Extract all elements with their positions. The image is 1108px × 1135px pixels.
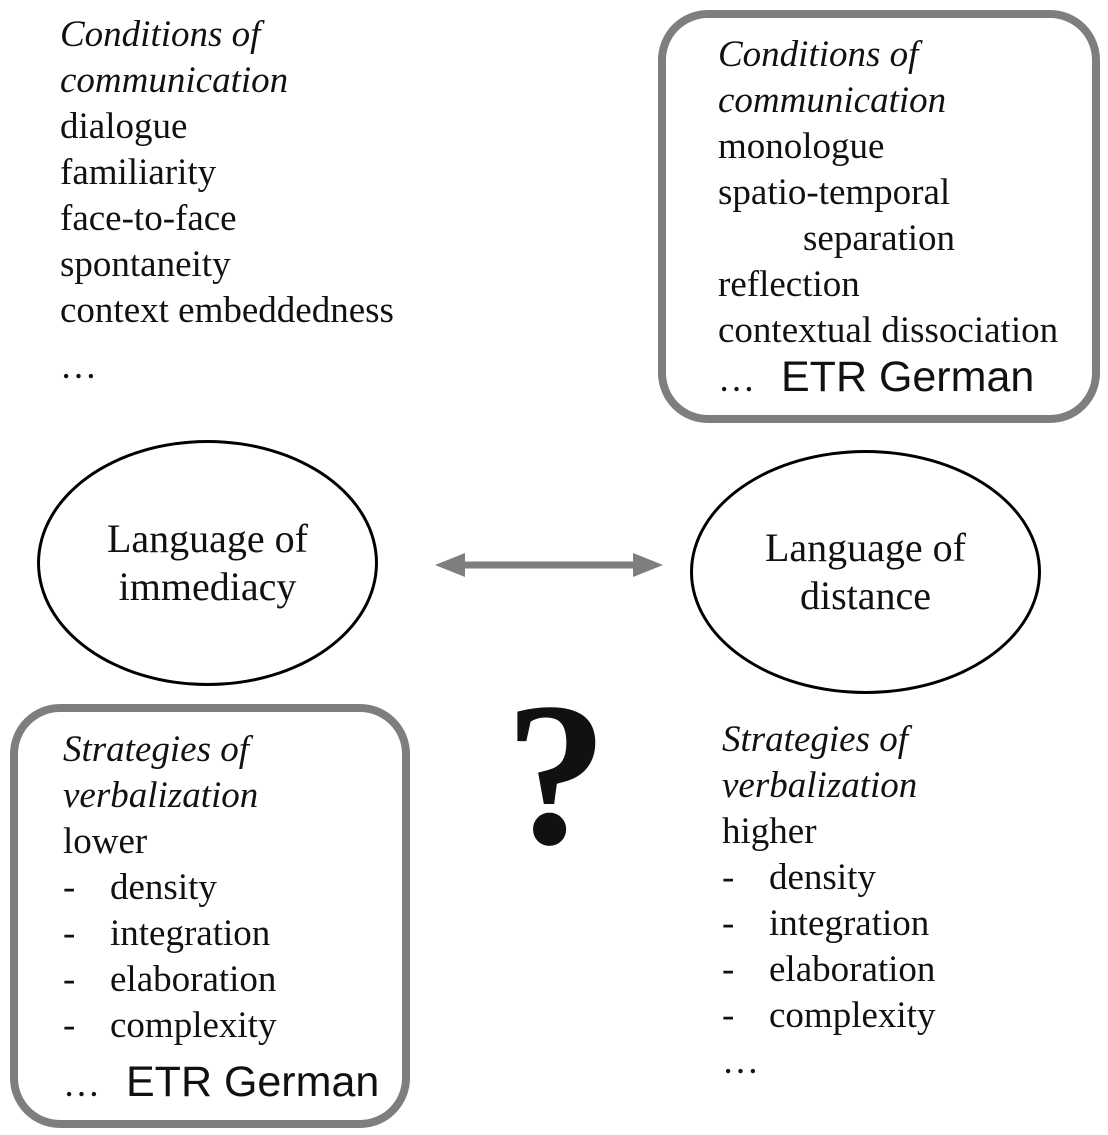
dash-item-label: density xyxy=(769,857,876,898)
ellipse-label-line1: Language of xyxy=(764,525,966,570)
list-item: spatio-temporal xyxy=(718,172,951,213)
dash-item: - integration xyxy=(63,911,402,957)
etr-german-row: … ETR German xyxy=(718,354,1092,403)
dash-item-label: elaboration xyxy=(110,959,277,1000)
conditions-immediacy-list: Conditions of communication dialogue fam… xyxy=(60,12,394,390)
conditions-distance-box: Conditions of communication monologue sp… xyxy=(658,10,1100,423)
dash-bullet: - xyxy=(722,995,735,1036)
ellipse-label-line2: immediacy xyxy=(118,564,297,609)
dash-item-label: complexity xyxy=(110,1005,277,1046)
dash-item-label: density xyxy=(110,867,217,908)
list-item: context embeddedness xyxy=(60,290,394,331)
dash-item-label: integration xyxy=(110,913,271,954)
list-item: familiarity xyxy=(60,152,217,193)
bidirectional-arrow xyxy=(435,553,663,577)
conditions-distance-title-line2: communication xyxy=(718,80,947,121)
strategies-immediacy-title-line1: Strategies of xyxy=(63,729,250,770)
list-item: dialogue xyxy=(60,106,188,147)
strategies-distance-title-line2: verbalization xyxy=(722,765,918,806)
arrow-head-left-icon xyxy=(435,553,465,577)
dash-item: - elaboration xyxy=(63,957,402,1003)
dash-item: - density xyxy=(722,855,935,901)
conditions-immediacy-title-line2: communication xyxy=(60,60,289,101)
dash-item: - complexity xyxy=(63,1003,402,1049)
dash-item: - density xyxy=(63,865,402,911)
ellipsis-mark: … xyxy=(60,346,97,387)
strategies-distance-title-line1: Strategies of xyxy=(722,719,909,760)
strategies-immediacy-box: Strategies of verbalization lower - dens… xyxy=(10,704,410,1128)
ellipsis-mark: … xyxy=(718,359,755,400)
conditions-distance-title-line1: Conditions of xyxy=(718,34,919,75)
dash-item-label: elaboration xyxy=(769,949,936,990)
dash-bullet: - xyxy=(63,1005,76,1046)
etr-german-row: … ETR German xyxy=(63,1059,402,1108)
language-distance-ellipse: Language of distance xyxy=(690,450,1041,694)
strategies-immediacy-title-line2: verbalization xyxy=(63,775,259,816)
etr-german-badge: ETR German xyxy=(126,1058,380,1106)
conditions-distance-list: Conditions of communication monologue sp… xyxy=(718,32,1092,403)
dash-bullet: - xyxy=(722,903,735,944)
list-item: reflection xyxy=(718,264,860,305)
language-immediacy-ellipse: Language of immediacy xyxy=(37,440,378,686)
dash-item: - integration xyxy=(722,901,935,947)
dash-bullet: - xyxy=(722,949,735,990)
conditions-immediacy-title-line1: Conditions of xyxy=(60,14,261,55)
arrow-head-right-icon xyxy=(633,553,663,577)
list-item: monologue xyxy=(718,126,885,167)
strategies-immediacy-list: Strategies of verbalization lower - dens… xyxy=(63,727,402,1108)
ellipse-label-line1: Language of xyxy=(106,516,308,561)
dash-bullet: - xyxy=(63,867,76,908)
level-label: lower xyxy=(63,821,148,862)
ellipsis-mark: … xyxy=(63,1064,100,1105)
etr-german-badge: ETR German xyxy=(781,353,1035,401)
ellipsis-mark: … xyxy=(722,1041,759,1082)
list-item-indented: separation xyxy=(803,218,956,259)
strategies-distance-list: Strategies of verbalization higher - den… xyxy=(722,717,935,1085)
dash-item-label: integration xyxy=(769,903,930,944)
dash-bullet: - xyxy=(63,959,76,1000)
level-label: higher xyxy=(722,811,817,852)
list-item: face-to-face xyxy=(60,198,237,239)
dash-item-label: complexity xyxy=(769,995,936,1036)
dash-item: - complexity xyxy=(722,993,935,1039)
dash-bullet: - xyxy=(63,913,76,954)
list-item: contextual dissociation xyxy=(718,310,1059,351)
dash-item: - elaboration xyxy=(722,947,935,993)
ellipse-label-line2: distance xyxy=(799,573,932,618)
dash-bullet: - xyxy=(722,857,735,898)
question-mark: ? xyxy=(505,661,608,888)
list-item: spontaneity xyxy=(60,244,231,285)
